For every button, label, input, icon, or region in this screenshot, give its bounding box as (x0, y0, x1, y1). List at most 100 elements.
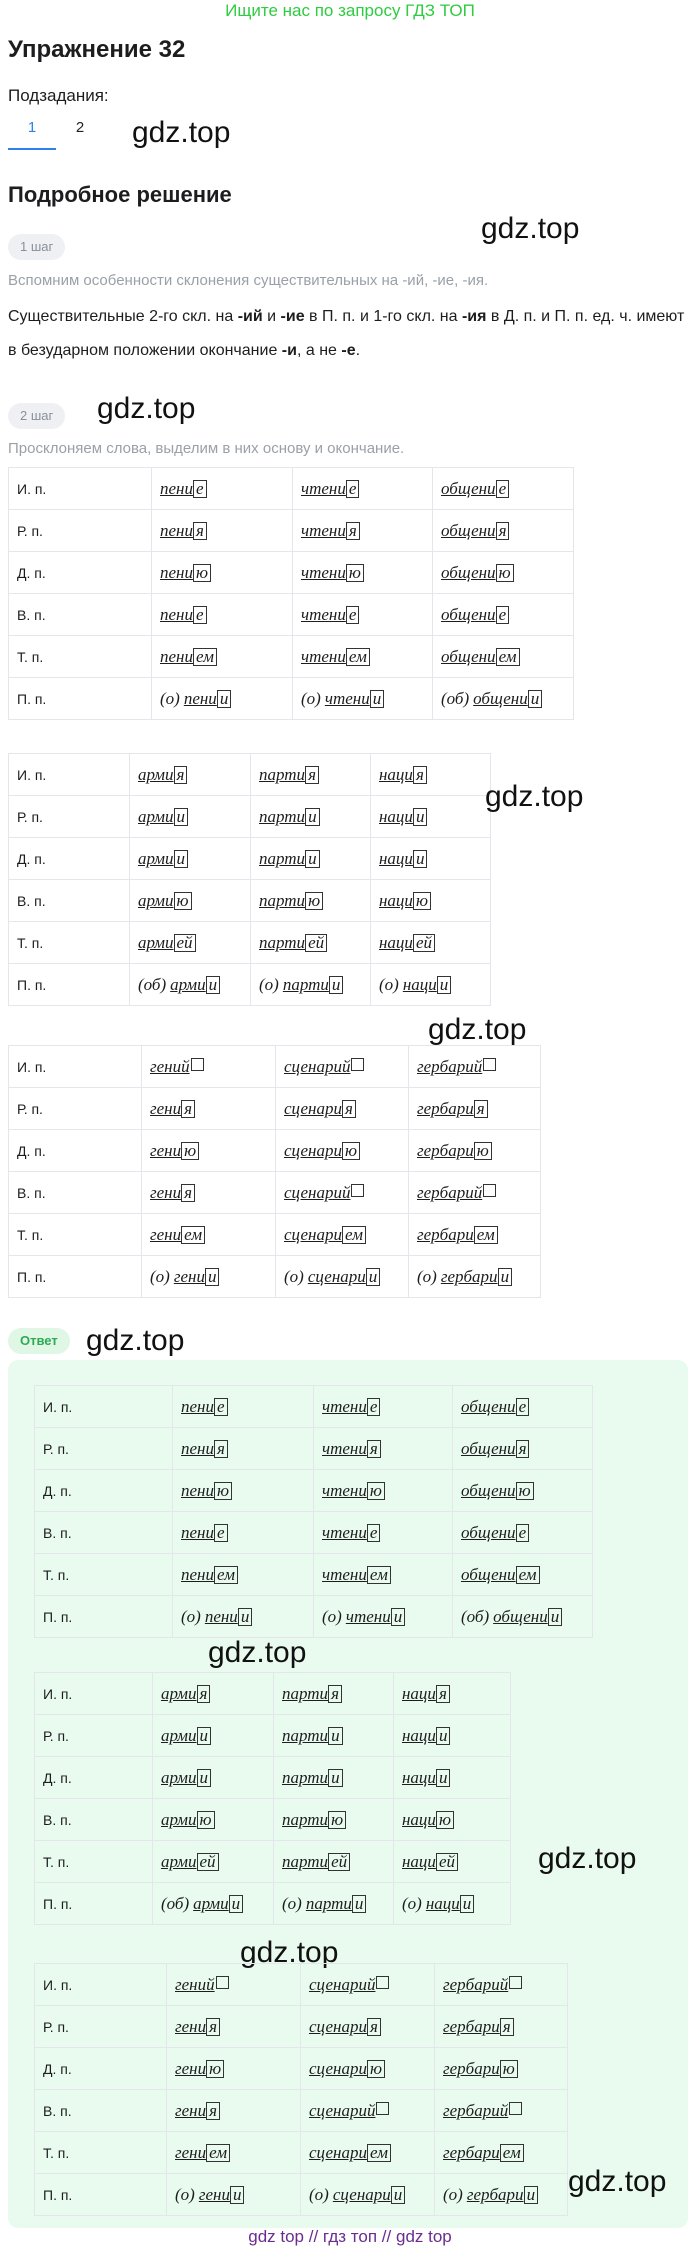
word-stem: сценарий (309, 2100, 376, 2120)
word-ending: и (547, 1607, 563, 1626)
word-ending: я (341, 1099, 356, 1118)
word-ending: я (345, 521, 360, 540)
word-ending: ю (341, 1141, 360, 1160)
word-stem: пени (181, 1396, 214, 1416)
word-stem: сценари (332, 2184, 391, 2204)
word-stem: арми (138, 932, 174, 952)
word-stem: гени (150, 1098, 182, 1118)
word-stem: общени (441, 520, 496, 540)
case-label: В. п. (34, 1798, 153, 1841)
case-label: В. п. (34, 1511, 173, 1554)
word-stem: арми (138, 848, 174, 868)
word-stem: общени (461, 1480, 516, 1500)
watermark: gdz.top (428, 1013, 527, 1046)
word-ending: ем (366, 1565, 391, 1584)
footer-links: gdz top // гдз топ // gdz top (0, 2226, 700, 2248)
word-stem: сценари (309, 2016, 367, 2036)
tab-subtask-1[interactable]: 1 (8, 114, 56, 150)
footer-link-1[interactable]: gdz top (248, 2227, 304, 2246)
case-label: И. п. (34, 1385, 173, 1428)
zero-ending-box (483, 1057, 497, 1071)
word-ending: е (515, 1397, 530, 1416)
zero-ending-box (190, 1057, 204, 1071)
word-stem: гербарий (417, 1056, 483, 1076)
word-ending: я (412, 765, 427, 784)
word-stem: парти (282, 1851, 329, 1871)
preposition: (о) (402, 1893, 422, 1913)
word-ending: ем (181, 1225, 206, 1244)
zero-ending-box (509, 1975, 523, 1989)
word-stem: парти (282, 1767, 329, 1787)
word-stem: парти (305, 1893, 352, 1913)
tab-subtask-2[interactable]: 2 (75, 119, 85, 136)
footer-link-2[interactable]: гдз топ (322, 2227, 378, 2246)
word-stem: чтени (322, 1522, 367, 1542)
word-ending: я (181, 1183, 196, 1202)
word-stem: арми (138, 806, 174, 826)
word-stem: сценарий (284, 1056, 351, 1076)
word-stem: парти (259, 848, 306, 868)
case-label: Т. п. (34, 1840, 153, 1883)
case-label: Т. п. (8, 635, 152, 678)
word-ending: ю (499, 2059, 518, 2078)
word-ending: и (196, 1768, 212, 1787)
word-stem: наци (402, 1725, 436, 1745)
word-stem: парти (259, 890, 306, 910)
word-stem: парти (259, 806, 306, 826)
case-label: Р. п. (8, 1087, 142, 1130)
footer-link-3[interactable]: gdz top (395, 2227, 452, 2246)
word-stem: арми (161, 1851, 197, 1871)
word-stem: пени (181, 1480, 214, 1500)
word-ending: я (206, 2017, 221, 2036)
word-ending: ю (366, 1481, 385, 1500)
word-ending: и (412, 807, 428, 826)
word-form: сценарий (309, 2100, 390, 2120)
word-stem: гербарий (443, 2100, 509, 2120)
preposition: (о) (160, 688, 180, 708)
word-stem: чтени (322, 1480, 367, 1500)
subtask-tabs: 1 2 (8, 114, 104, 150)
word-ending: ей (305, 933, 328, 952)
case-label: Д. п. (8, 551, 152, 594)
